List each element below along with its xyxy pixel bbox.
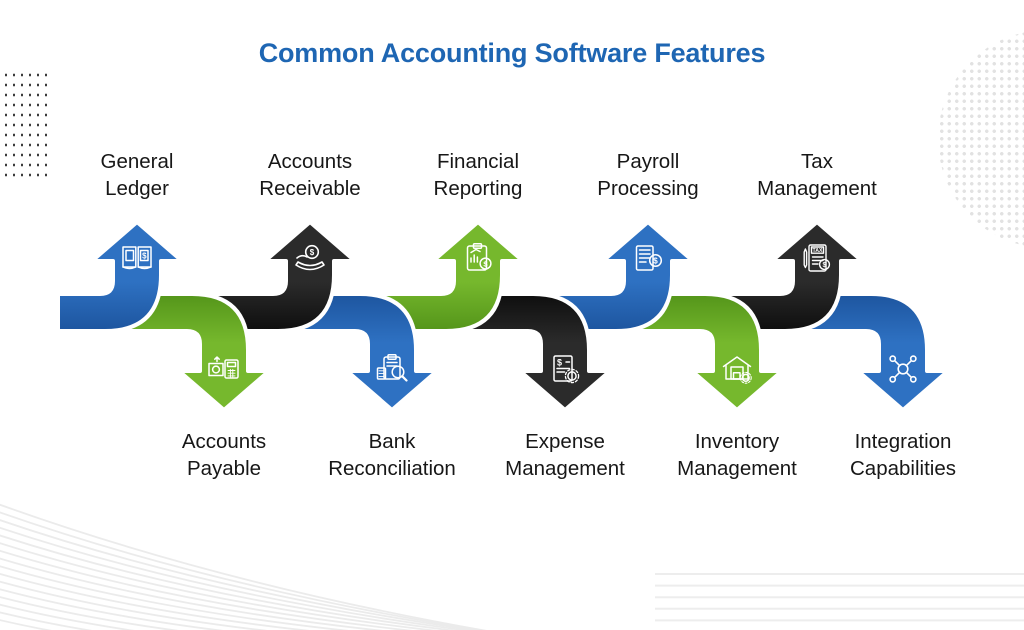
label-line: Management — [677, 457, 797, 480]
arc-line — [0, 580, 268, 630]
page-title: Common Accounting Software Features — [258, 38, 766, 68]
arc-line — [0, 557, 384, 630]
arc-line — [0, 603, 135, 630]
dot-grid-decoration — [2, 70, 52, 182]
label-line: Accounts — [181, 430, 267, 453]
label-line: Payable — [186, 457, 262, 480]
payroll-processing-arrow — [543, 220, 695, 333]
label-line: Management — [757, 177, 877, 200]
arc-line — [0, 534, 456, 630]
label-line: Receivable — [259, 177, 361, 200]
label-line: Reporting — [433, 177, 523, 200]
label-line: Expense — [525, 430, 605, 453]
arc-line — [0, 596, 179, 630]
arc-line — [0, 519, 479, 630]
label-line: Processing — [597, 177, 699, 200]
arc-line — [0, 542, 437, 630]
arc-line — [0, 572, 310, 630]
arc-line — [0, 526, 470, 630]
arc-line — [0, 565, 349, 630]
integration-capabilities-arrow — [795, 292, 950, 412]
arc-line — [0, 503, 487, 630]
label-line: Financial — [436, 150, 520, 173]
arc-line — [0, 549, 413, 630]
arc-line — [0, 511, 485, 630]
accounts-payable-arrow — [115, 292, 271, 412]
label-line: Accounts — [267, 150, 353, 173]
label-line: Inventory — [694, 430, 780, 453]
bank-reconciliation-arrow — [288, 292, 439, 412]
label-line: General — [100, 150, 174, 173]
label-line: Capabilities — [850, 457, 956, 480]
financial-reporting-arrow — [370, 220, 525, 333]
label-line: Payroll — [616, 150, 680, 173]
label-line: Tax — [801, 150, 833, 173]
label-line: Integration — [854, 430, 952, 453]
label-line: Ledger — [105, 177, 169, 200]
label-line: Reconciliation — [328, 457, 456, 480]
label-line: Management — [505, 457, 625, 480]
arc-line — [0, 611, 93, 630]
label-line: Bank — [368, 430, 416, 453]
arc-line — [0, 588, 224, 630]
